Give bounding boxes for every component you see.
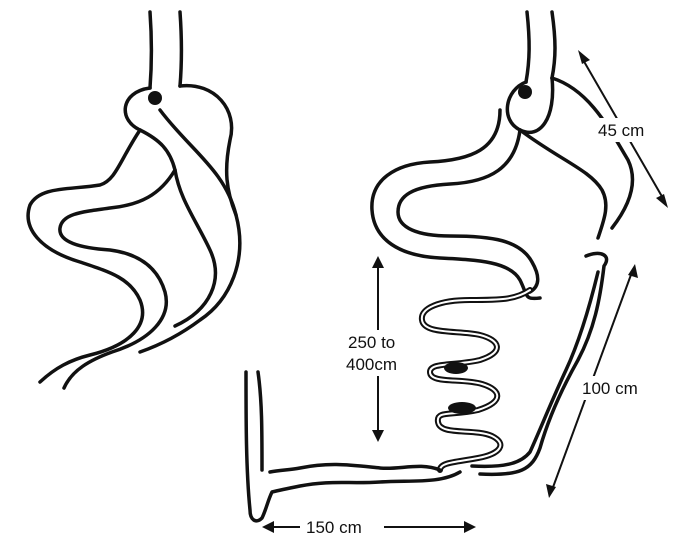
label-45cm: 45 cm [598, 121, 644, 140]
arrowhead-250-bottom [372, 430, 384, 442]
left-anatomy [28, 12, 240, 388]
arrowhead-45-bottom [656, 194, 668, 208]
label-100cm: 100 cm [582, 379, 638, 398]
right-pouch [507, 78, 552, 132]
right-anastomosis-mark [518, 85, 532, 99]
arrowhead-150-left [262, 521, 274, 533]
coil-shadow-1 [444, 362, 468, 374]
right-remnant-outer [552, 78, 633, 228]
arrowhead-100-bottom [546, 484, 556, 498]
label-150cm: 150 cm [306, 518, 362, 537]
right-remnant-inner [520, 130, 606, 238]
roux-limb-coils [422, 290, 530, 470]
left-duodenum-outer [28, 130, 142, 382]
arrowhead-45-top [578, 50, 590, 64]
arrowhead-100-top [628, 264, 638, 278]
right-stomach-outer [372, 110, 540, 298]
left-duodenum-inner [60, 170, 175, 388]
right-anatomy [246, 12, 633, 521]
common-channel-lower [246, 372, 460, 521]
arrowhead-150-right [464, 521, 476, 533]
left-esophagus-outer [150, 12, 152, 88]
left-stomach [125, 86, 236, 326]
left-esophagus-inner [180, 12, 182, 86]
arrowhead-250-top [372, 256, 384, 268]
common-channel-upper [258, 372, 440, 472]
left-pylorus-mark [148, 91, 162, 105]
coil-shadow-2 [448, 402, 476, 414]
label-250-line1: 250 to [348, 333, 395, 352]
right-esophagus-inner [552, 12, 555, 78]
right-esophagus-outer [526, 12, 529, 82]
label-250-line2: 400cm [346, 355, 397, 374]
